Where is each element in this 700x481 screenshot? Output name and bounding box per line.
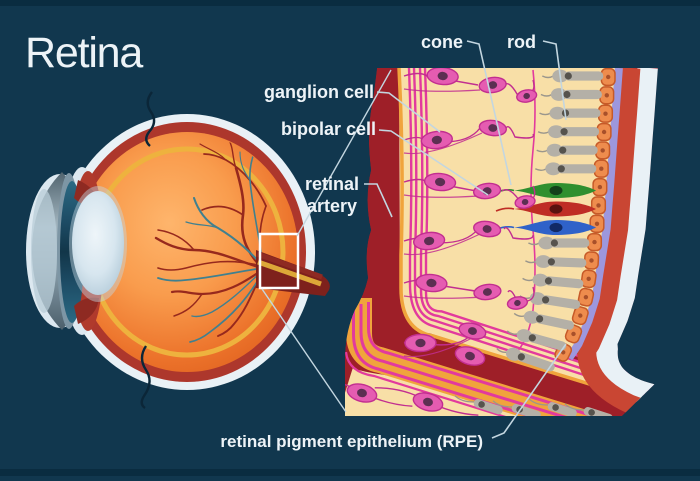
svg-text:ganglion cell: ganglion cell — [264, 82, 374, 102]
svg-text:bipolar cell: bipolar cell — [281, 119, 376, 139]
svg-text:artery: artery — [307, 196, 357, 216]
svg-text:retinal: retinal — [305, 174, 359, 194]
svg-text:rod: rod — [507, 32, 536, 52]
svg-text:retinal pigment epithelium (RP: retinal pigment epithelium (RPE) — [220, 432, 483, 451]
svg-text:cone: cone — [421, 32, 463, 52]
svg-text:Retina: Retina — [25, 29, 143, 77]
